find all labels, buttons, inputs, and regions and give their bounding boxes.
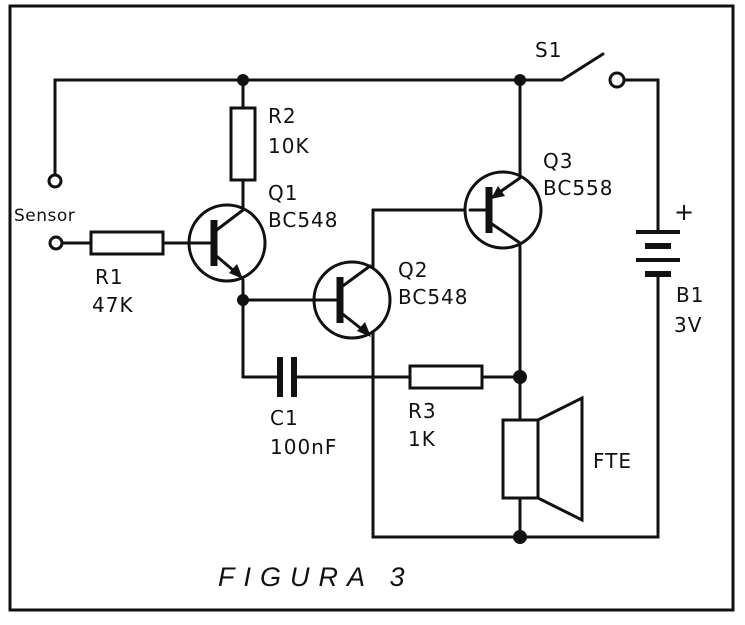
transistor-q3	[463, 170, 543, 250]
figure-caption: FIGURA 3	[218, 562, 414, 592]
capacitor-c1	[277, 357, 297, 397]
q3-part: BC558	[543, 176, 614, 200]
b1-value: 3V	[674, 313, 702, 337]
speaker-icon	[501, 395, 584, 523]
b1-ref: B1	[676, 283, 704, 307]
figure-border	[8, 4, 735, 612]
speaker-ref: FTE	[593, 449, 632, 473]
r1-ref: R1	[95, 265, 124, 289]
junction-dots	[237, 74, 527, 544]
sensor-terminals	[47, 173, 64, 251]
c1-value: 100nF	[270, 435, 337, 459]
c1-ref: C1	[270, 406, 299, 430]
r3-ref: R3	[408, 399, 437, 423]
switch-s1	[518, 52, 626, 89]
transistor-q2	[312, 260, 392, 340]
q1-ref: Q1	[268, 181, 298, 205]
r2-ref: R2	[268, 104, 297, 128]
resistor-r3	[408, 364, 484, 390]
battery-b1	[636, 230, 680, 277]
resistor-r1	[89, 230, 165, 256]
wiring	[53, 78, 660, 539]
sensor-label: Sensor	[14, 206, 75, 226]
resistor-r2	[229, 106, 257, 182]
s1-ref: S1	[535, 38, 562, 62]
r1-value: 47K	[92, 293, 134, 317]
q3-ref: Q3	[543, 149, 573, 173]
transistor-q1	[186, 203, 267, 283]
q2-part: BC548	[398, 285, 469, 309]
b1-polarity: +	[674, 198, 695, 226]
q1-part: BC548	[268, 208, 339, 232]
q2-ref: Q2	[398, 258, 428, 282]
r3-value: 1K	[408, 427, 436, 451]
r2-value: 10K	[268, 134, 310, 158]
